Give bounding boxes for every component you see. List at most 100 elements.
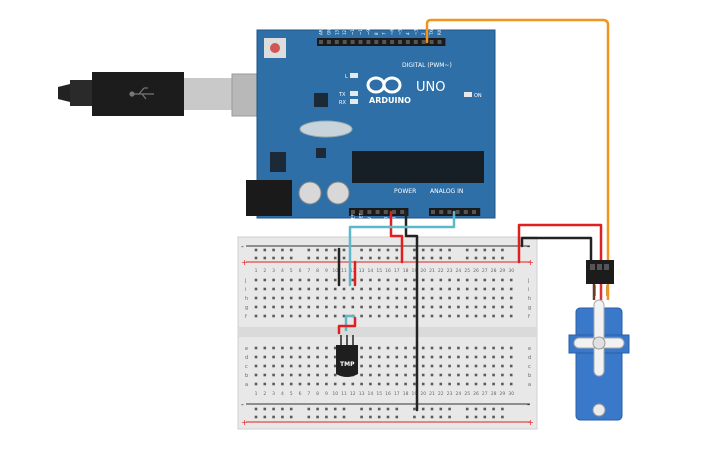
terminal-hole[interactable]: [448, 373, 451, 377]
terminal-hole[interactable]: [281, 296, 284, 300]
analog-pin[interactable]: [447, 210, 452, 214]
terminal-hole[interactable]: [377, 373, 381, 377]
wires[interactable]: [337, 18, 610, 412]
digital-pin[interactable]: [334, 40, 339, 44]
terminal-hole[interactable]: [316, 382, 319, 386]
terminal-hole[interactable]: [448, 296, 451, 300]
terminal-hole[interactable]: [289, 314, 293, 318]
terminal-hole[interactable]: [474, 278, 478, 282]
rail-hole[interactable]: [369, 248, 372, 252]
terminal-hole[interactable]: [281, 287, 284, 291]
wire-servo-power-red[interactable]: [517, 223, 603, 264]
terminal-hole[interactable]: [272, 364, 275, 368]
terminal-hole[interactable]: [439, 373, 443, 377]
rail-hole[interactable]: [316, 407, 319, 411]
terminal-hole[interactable]: [395, 287, 399, 291]
terminal-hole[interactable]: [333, 355, 337, 359]
terminal-hole[interactable]: [474, 296, 478, 300]
rail-hole[interactable]: [360, 415, 363, 419]
rail-hole[interactable]: [465, 256, 469, 260]
digital-pin[interactable]: [366, 40, 371, 44]
terminal-hole[interactable]: [430, 278, 434, 282]
rail-hole[interactable]: [289, 248, 293, 252]
terminal-hole[interactable]: [325, 305, 328, 309]
terminal-hole[interactable]: [448, 346, 451, 350]
analog-pin[interactable]: [472, 210, 476, 214]
terminal-hole[interactable]: [263, 355, 267, 359]
terminal-hole[interactable]: [254, 373, 258, 377]
rail-hole[interactable]: [369, 415, 372, 419]
rail-hole[interactable]: [465, 248, 469, 252]
terminal-hole[interactable]: [351, 287, 355, 291]
terminal-hole[interactable]: [509, 278, 513, 282]
rail-hole[interactable]: [263, 415, 267, 419]
terminal-hole[interactable]: [474, 373, 478, 377]
terminal-hole[interactable]: [386, 364, 390, 368]
terminal-hole[interactable]: [298, 296, 302, 300]
terminal-hole[interactable]: [501, 355, 504, 359]
terminal-hole[interactable]: [421, 355, 425, 359]
rail-hole[interactable]: [360, 248, 363, 252]
analog-pin[interactable]: [431, 210, 435, 214]
terminal-hole[interactable]: [377, 287, 381, 291]
terminal-hole[interactable]: [421, 364, 425, 368]
rail-hole[interactable]: [474, 248, 478, 252]
terminal-hole[interactable]: [289, 305, 293, 309]
terminal-hole[interactable]: [439, 296, 443, 300]
terminal-hole[interactable]: [369, 296, 372, 300]
terminal-hole[interactable]: [307, 305, 311, 309]
terminal-hole[interactable]: [492, 314, 495, 318]
terminal-hole[interactable]: [263, 364, 267, 368]
rail-hole[interactable]: [377, 407, 381, 411]
terminal-hole[interactable]: [333, 287, 337, 291]
terminal-hole[interactable]: [316, 278, 319, 282]
terminal-hole[interactable]: [281, 373, 284, 377]
terminal-hole[interactable]: [369, 314, 372, 318]
terminal-hole[interactable]: [509, 364, 513, 368]
terminal-hole[interactable]: [465, 373, 469, 377]
terminal-hole[interactable]: [395, 382, 399, 386]
terminal-hole[interactable]: [377, 346, 381, 350]
terminal-hole[interactable]: [448, 278, 451, 282]
terminal-hole[interactable]: [272, 287, 275, 291]
rail-hole[interactable]: [333, 415, 337, 419]
terminal-hole[interactable]: [316, 346, 319, 350]
terminal-hole[interactable]: [404, 305, 407, 309]
terminal-hole[interactable]: [272, 346, 275, 350]
rail-hole[interactable]: [377, 248, 381, 252]
terminal-hole[interactable]: [325, 287, 328, 291]
rail-hole[interactable]: [474, 407, 478, 411]
terminal-hole[interactable]: [483, 346, 487, 350]
terminal-hole[interactable]: [281, 278, 284, 282]
terminal-hole[interactable]: [281, 314, 284, 318]
terminal-hole[interactable]: [465, 314, 469, 318]
rail-hole[interactable]: [448, 248, 451, 252]
terminal-hole[interactable]: [386, 287, 390, 291]
rail-hole[interactable]: [281, 256, 284, 260]
terminal-hole[interactable]: [351, 305, 355, 309]
rail-hole[interactable]: [421, 248, 425, 252]
terminal-hole[interactable]: [325, 278, 328, 282]
terminal-hole[interactable]: [369, 278, 372, 282]
rail-hole[interactable]: [281, 407, 284, 411]
rail-hole[interactable]: [342, 256, 346, 260]
terminal-hole[interactable]: [360, 305, 363, 309]
terminal-hole[interactable]: [307, 296, 311, 300]
terminal-hole[interactable]: [263, 278, 267, 282]
terminal-hole[interactable]: [360, 364, 363, 368]
terminal-hole[interactable]: [448, 364, 451, 368]
terminal-hole[interactable]: [333, 305, 337, 309]
rail-hole[interactable]: [377, 256, 381, 260]
terminal-hole[interactable]: [404, 355, 407, 359]
terminal-hole[interactable]: [457, 346, 460, 350]
terminal-hole[interactable]: [457, 314, 460, 318]
rail-hole[interactable]: [413, 256, 416, 260]
terminal-hole[interactable]: [281, 355, 284, 359]
wire-servo-signal-orange[interactable]: [425, 18, 610, 264]
rail-hole[interactable]: [307, 415, 311, 419]
terminal-hole[interactable]: [263, 382, 267, 386]
rail-hole[interactable]: [307, 256, 311, 260]
terminal-hole[interactable]: [272, 278, 275, 282]
rail-hole[interactable]: [254, 415, 258, 419]
rail-hole[interactable]: [307, 407, 311, 411]
